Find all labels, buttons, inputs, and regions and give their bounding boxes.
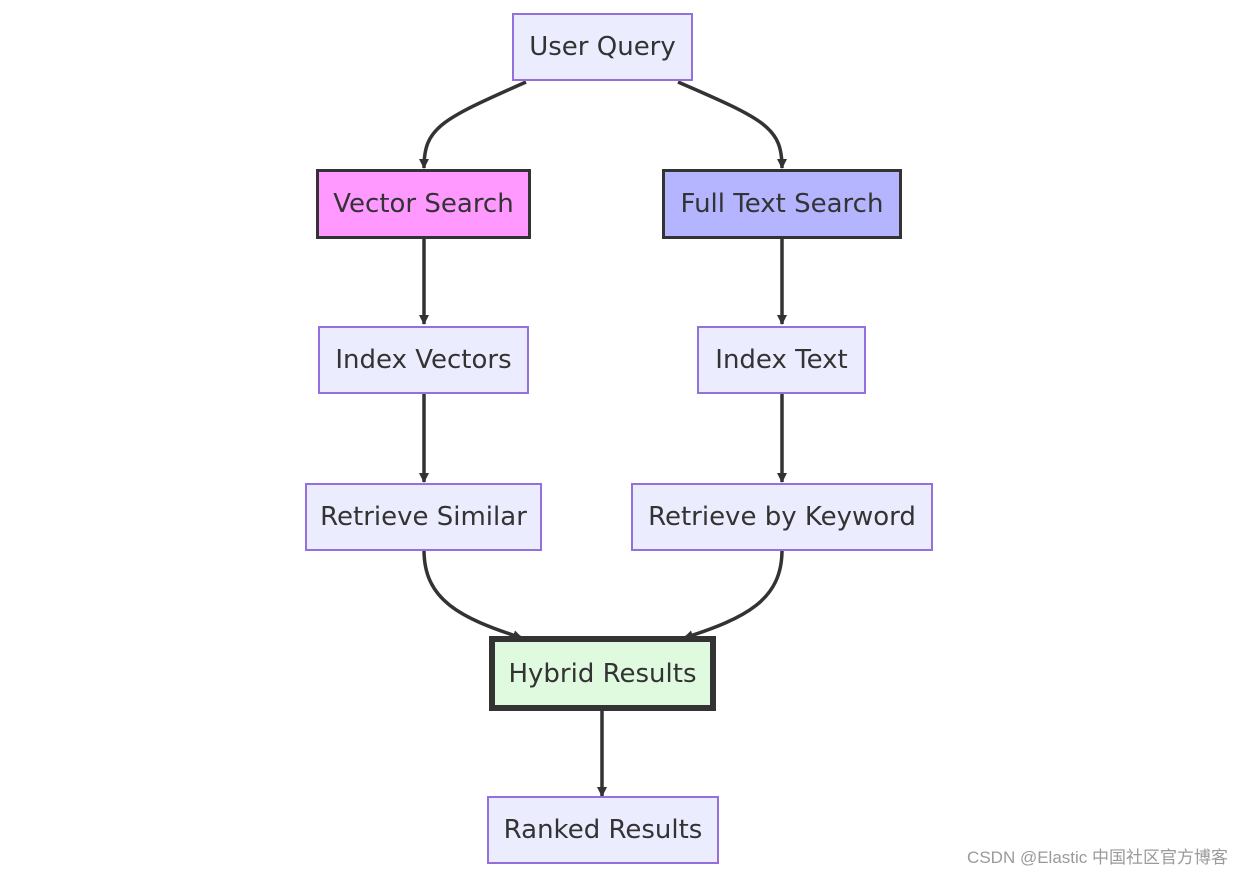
edge-retrieve-similar-to-hybrid-results	[422, 549, 523, 640]
node-label: Ranked Results	[503, 815, 703, 845]
node-label: Retrieve by Keyword	[648, 502, 916, 532]
node-hybrid-results: Hybrid Results	[489, 636, 716, 711]
edge-user-query-to-full-text-search	[677, 80, 787, 169]
node-label: Retrieve Similar	[320, 502, 527, 532]
node-label: Index Text	[715, 345, 848, 375]
node-label: Vector Search	[333, 189, 514, 219]
node-ranked-results: Ranked Results	[487, 796, 719, 864]
node-full-text-search: Full Text Search	[662, 169, 902, 239]
edge-user-query-to-vector-search	[419, 80, 527, 169]
watermark: CSDN @Elastic 中国社区官方博客	[967, 848, 1228, 867]
node-user-query: User Query	[512, 13, 693, 81]
node-vector-search: Vector Search	[316, 169, 531, 239]
node-label: Full Text Search	[680, 189, 884, 219]
node-retrieve-similar: Retrieve Similar	[305, 483, 542, 551]
node-label: Index Vectors	[335, 345, 512, 375]
edge-retrieve-by-keyword-to-hybrid-results	[683, 549, 784, 640]
node-label: User Query	[529, 32, 676, 62]
node-index-vectors: Index Vectors	[318, 326, 529, 394]
node-index-text: Index Text	[697, 326, 866, 394]
node-label: Hybrid Results	[508, 658, 697, 689]
node-retrieve-by-keyword: Retrieve by Keyword	[631, 483, 933, 551]
